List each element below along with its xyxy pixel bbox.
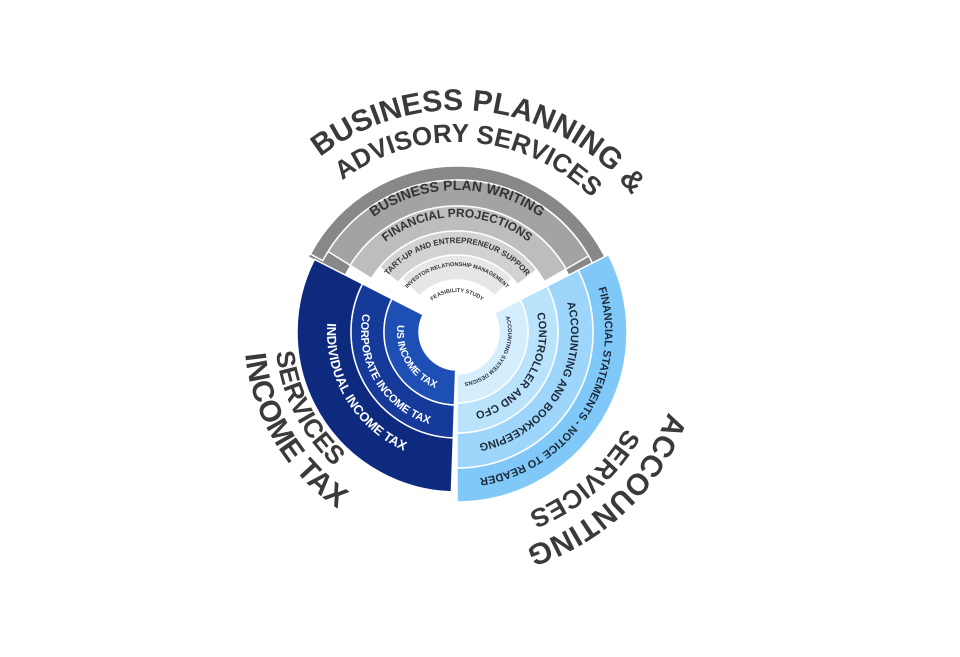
business-ring-label: FEASIBILITY STUDY xyxy=(430,288,485,303)
center-hub xyxy=(431,306,483,358)
ring-band-income-tax-3 xyxy=(383,297,457,406)
ring-band-accounting-4 xyxy=(456,298,529,404)
ring-band-business-5 xyxy=(400,254,514,297)
